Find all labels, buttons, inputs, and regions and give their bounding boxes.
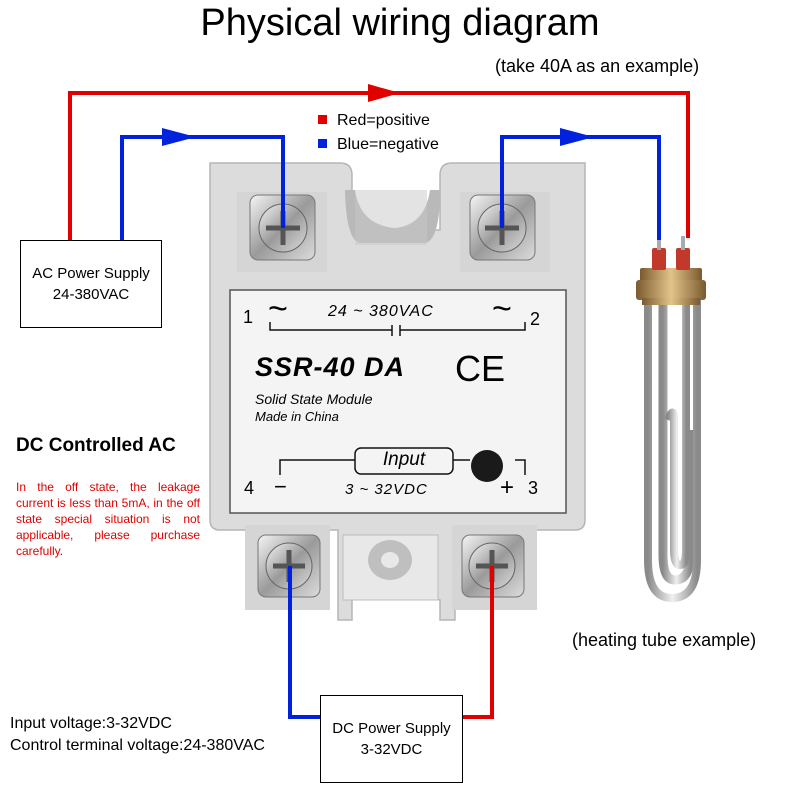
heating-tube <box>636 236 706 603</box>
legend-blue: Blue=negative <box>318 136 439 154</box>
dc-supply-name: DC Power Supply <box>332 720 451 737</box>
wire-red-ac <box>68 84 690 240</box>
ac-range-label: 24 ~ 380VAC <box>328 303 434 320</box>
control-voltage-spec: Control terminal voltage:24-380VAC <box>10 737 265 754</box>
wire-blue-dc <box>288 566 322 719</box>
legend-blue-label: Blue=negative <box>337 136 439 153</box>
legend-red-label: Red=positive <box>337 112 430 129</box>
ce-mark: CE <box>455 348 506 389</box>
terminal-screw-4 <box>245 525 330 610</box>
module-description: Solid State Module <box>255 391 373 407</box>
terminal-2-label: 2 <box>530 309 541 329</box>
ac-power-supply-box: AC Power Supply 24-380VAC <box>20 240 162 328</box>
status-led <box>471 450 503 482</box>
terminal-4-label: 4 <box>244 478 255 498</box>
terminal-screw-2 <box>460 192 550 272</box>
heating-tube-caption: (heating tube example) <box>572 630 757 650</box>
arrow-right-icon <box>162 128 196 146</box>
dc-controlled-heading: DC Controlled AC <box>16 435 176 456</box>
tilde-left: ~ <box>268 290 288 328</box>
dc-supply-range: 3-32VDC <box>360 741 423 758</box>
dc-power-supply-box: DC Power Supply 3-32VDC <box>320 695 463 783</box>
diagram-subtitle: (take 40A as an example) <box>495 56 700 76</box>
ac-supply-range: 24-380VAC <box>52 286 130 303</box>
wire-blue-ac-in <box>120 128 285 240</box>
diagram-title: Physical wiring diagram <box>200 2 600 44</box>
module-origin: Made in China <box>255 409 339 424</box>
model-name: SSR-40 DA <box>255 352 406 382</box>
terminal-1-label: 1 <box>243 307 254 327</box>
input-label-box <box>354 447 454 475</box>
leakage-note: In the off state, the leakage current is… <box>16 480 200 558</box>
legend-red: Red=positive <box>318 112 430 130</box>
module-label-panel <box>229 289 567 514</box>
red-swatch <box>318 115 327 124</box>
input-label: Input <box>382 449 426 470</box>
terminal-screw-3 <box>452 525 537 610</box>
terminal-3-label: 3 <box>528 478 539 498</box>
tilde-right: ~ <box>492 290 512 328</box>
ac-supply-name: AC Power Supply <box>32 265 150 282</box>
arrow-right-icon <box>560 128 594 146</box>
minus-sign: − <box>274 474 287 499</box>
input-voltage-spec: Input voltage:3-32VDC <box>10 715 172 732</box>
plus-sign: + <box>500 474 515 501</box>
wire-red-dc <box>462 566 494 719</box>
wire-blue-ac-out <box>500 128 661 240</box>
arrow-right-icon <box>368 84 400 102</box>
blue-swatch <box>318 139 327 148</box>
voltage-specs: Input voltage:3-32VDC Control terminal v… <box>10 713 265 757</box>
dc-range-label: 3 ~ 32VDC <box>345 481 428 498</box>
